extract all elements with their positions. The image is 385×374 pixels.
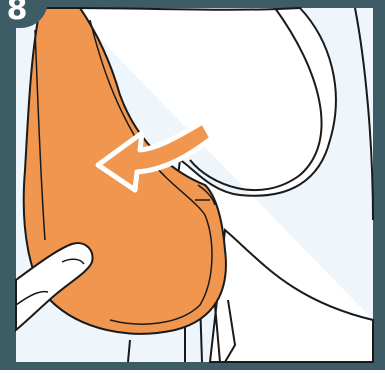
step-number: 8 — [2, 0, 32, 28]
